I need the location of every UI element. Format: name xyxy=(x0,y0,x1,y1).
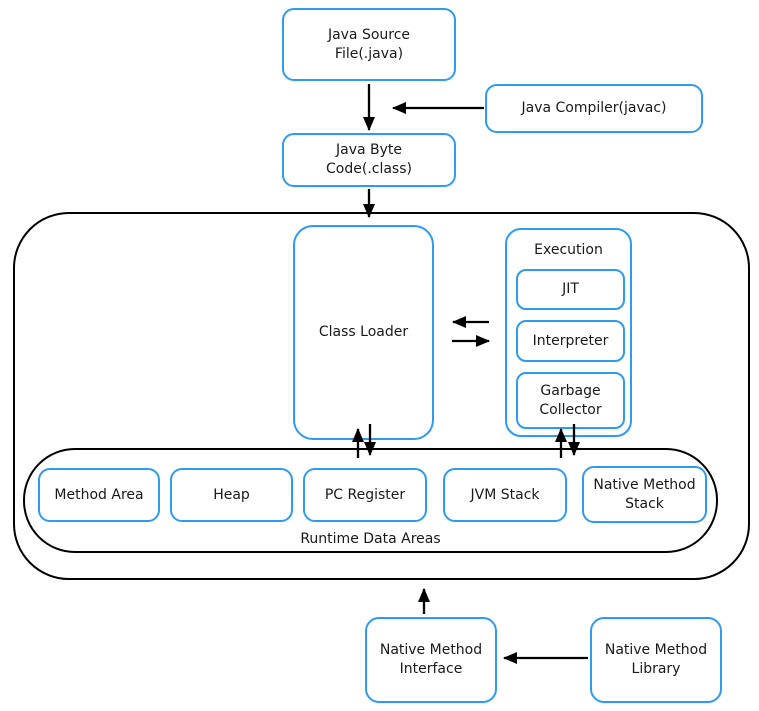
node-jvm-stack: JVM Stack xyxy=(443,468,567,522)
node-class-loader: Class Loader xyxy=(293,225,434,440)
node-interpreter-label: Interpreter xyxy=(532,332,609,349)
node-java-source-file: Java Source File(.java) xyxy=(282,8,456,81)
node-native-method-interface: Native Method Interface xyxy=(365,617,497,703)
node-native-method-stack-label: Native Method Stack xyxy=(593,476,696,512)
node-method-area: Method Area xyxy=(38,468,160,522)
node-jit-label: JIT xyxy=(562,281,579,298)
node-native-method-library-label: Native Method Library xyxy=(604,642,708,677)
node-pc-register: PC Register xyxy=(303,468,427,522)
node-interpreter: Interpreter xyxy=(516,320,625,362)
node-method-area-label: Method Area xyxy=(54,486,144,503)
node-java-byte-code-label: Java Byte Code(.class) xyxy=(326,142,412,177)
execution-group-label: Execution xyxy=(534,242,603,258)
node-pc-register-label: PC Register xyxy=(324,486,406,503)
node-java-compiler: Java Compiler(javac) xyxy=(485,84,703,133)
node-java-compiler-label: Java Compiler(javac) xyxy=(521,100,667,117)
node-garbage-collector-label: Garbage Collector xyxy=(539,382,602,418)
node-class-loader-label: Class Loader xyxy=(318,324,409,341)
node-heap-label: Heap xyxy=(213,486,250,503)
node-jit: JIT xyxy=(516,269,625,310)
node-native-method-interface-label: Native Method Interface xyxy=(379,642,483,677)
node-java-byte-code: Java Byte Code(.class) xyxy=(282,133,456,187)
execution-engine-group: Execution JIT Interpreter Garbage Collec… xyxy=(505,228,632,437)
node-native-method-library: Native Method Library xyxy=(590,617,722,703)
node-jvm-stack-label: JVM Stack xyxy=(470,486,540,503)
jvm-container-outline xyxy=(13,212,750,580)
runtime-data-areas-label: Runtime Data Areas xyxy=(300,531,441,547)
node-heap: Heap xyxy=(170,468,293,522)
node-java-source-file-label: Java Source File(.java) xyxy=(327,26,411,62)
node-garbage-collector: Garbage Collector xyxy=(516,372,625,429)
node-native-method-stack: Native Method Stack xyxy=(582,466,707,523)
